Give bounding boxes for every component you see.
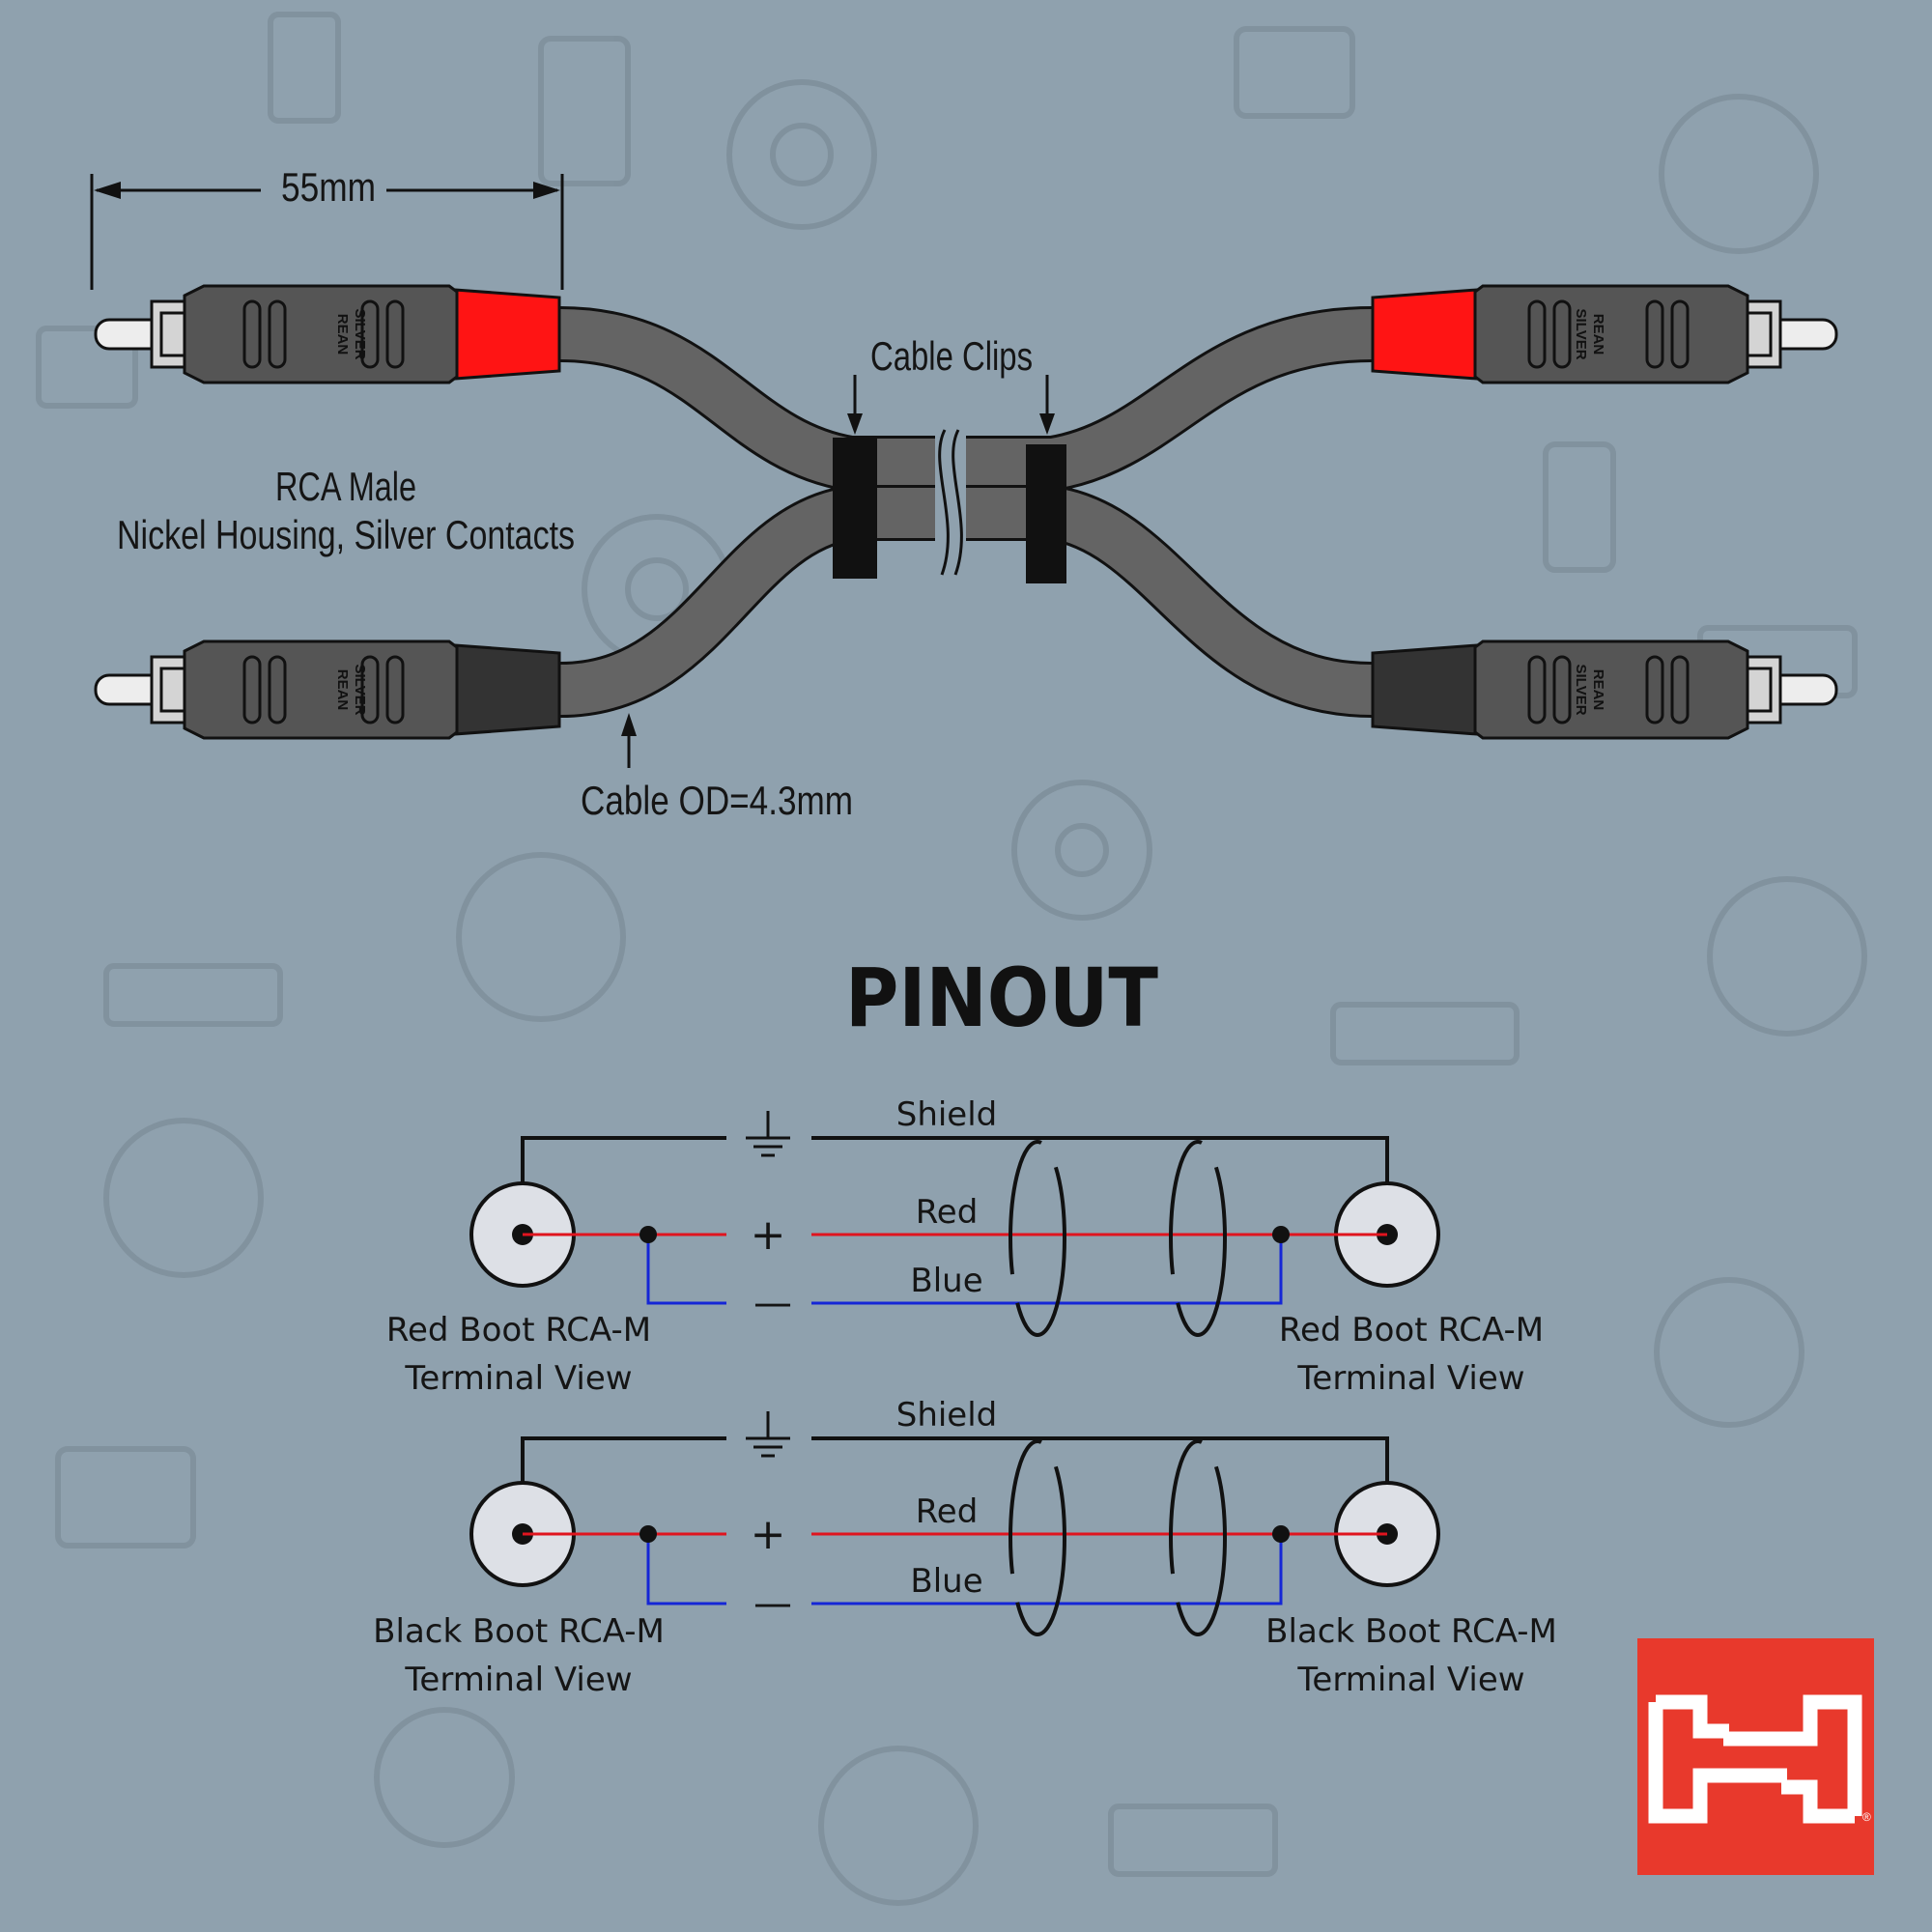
terminal-label: Terminal View	[1296, 1359, 1524, 1398]
brand-text: SILVER	[1573, 308, 1589, 359]
plus-symbol: +	[751, 1510, 786, 1559]
brand-text: REAN	[1590, 669, 1606, 711]
brand-text: REAN	[334, 669, 351, 711]
cable-bundle	[558, 306, 1373, 718]
rca-plug-red-left	[94, 284, 561, 384]
blue-wire-label: Blue	[910, 1262, 982, 1300]
minus-symbol: —	[753, 1281, 792, 1325]
background-pattern	[36, 12, 1867, 1906]
connector-label: RCA Male	[275, 464, 416, 509]
shield-label: Shield	[896, 1396, 998, 1435]
cable-od-label: Cable OD=4.3mm	[581, 778, 853, 823]
terminal-label: Black Boot RCA-M	[373, 1612, 665, 1651]
ground-symbol-icon	[746, 1111, 790, 1157]
terminal-label: Terminal View	[404, 1359, 632, 1398]
cable-clip-right	[1026, 444, 1066, 583]
pinout-circuit-red	[469, 1111, 1440, 1337]
rca-plug-red-right	[1371, 284, 1838, 384]
plus-symbol: +	[751, 1210, 786, 1260]
clip-arrows	[847, 375, 1055, 435]
terminal-label: Red Boot RCA-M	[386, 1311, 651, 1350]
brand-text: REAN	[1590, 314, 1606, 355]
terminal-label: Black Boot RCA-M	[1265, 1612, 1557, 1651]
red-wire-label: Red	[916, 1492, 979, 1531]
pinout-title: PINOUT	[845, 951, 1158, 1045]
shield-label: Shield	[896, 1095, 998, 1134]
brand-text: SILVER	[352, 664, 368, 715]
ground-symbol-icon	[746, 1411, 790, 1458]
cable-clips-label: Cable Clips	[870, 333, 1033, 379]
dimension-label: 55mm	[281, 164, 376, 210]
terminal-label: Terminal View	[404, 1661, 632, 1699]
connector-label: Nickel Housing, Silver Contacts	[117, 512, 575, 557]
brand-text: SILVER	[352, 308, 368, 359]
terminal-label: Red Boot RCA-M	[1279, 1311, 1544, 1350]
terminal-label: Terminal View	[1296, 1661, 1524, 1699]
cable-clip-left	[833, 438, 877, 579]
brand-text: REAN	[334, 314, 351, 355]
minus-symbol: —	[753, 1581, 792, 1626]
cable-od-arrow	[621, 713, 637, 768]
red-wire-label: Red	[916, 1193, 979, 1232]
rca-plug-black-right	[1371, 639, 1838, 740]
hosa-h-logo-icon: ®	[1637, 1638, 1874, 1875]
brand-text: SILVER	[1573, 664, 1589, 715]
svg-text:®: ®	[1862, 1810, 1871, 1824]
dimension-indicator	[90, 174, 564, 290]
blue-wire-label: Blue	[910, 1562, 982, 1601]
pinout-circuit-black	[469, 1411, 1440, 1636]
rca-plug-black-left	[94, 639, 561, 740]
